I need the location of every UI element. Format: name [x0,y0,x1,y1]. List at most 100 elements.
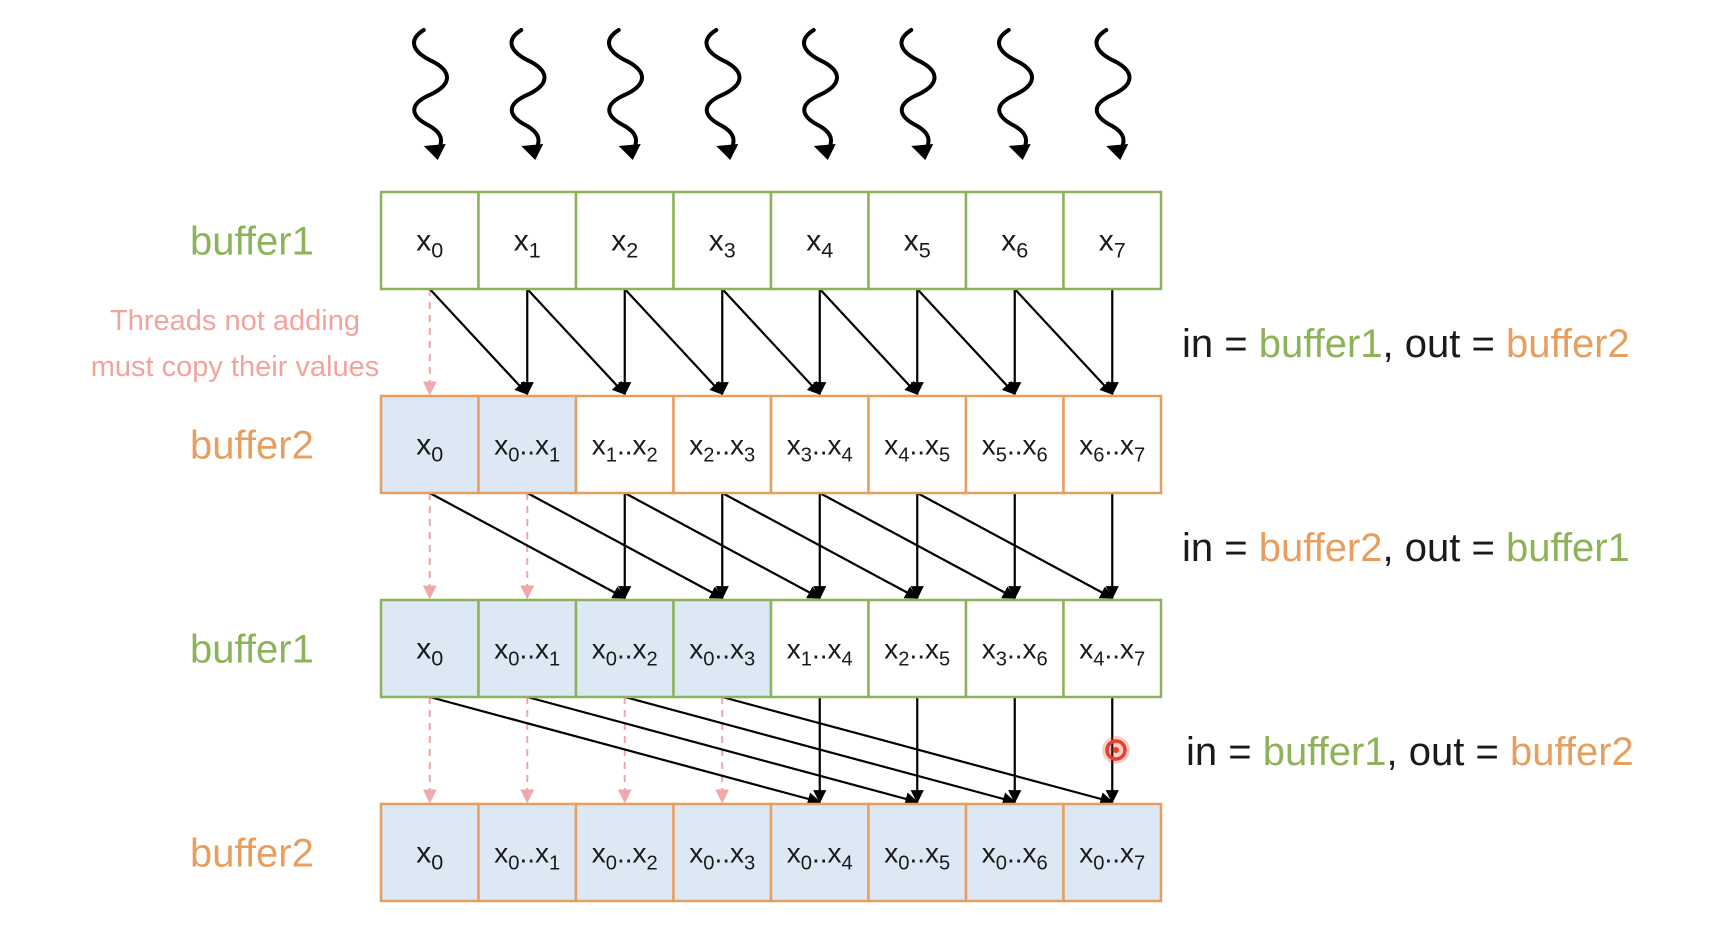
step-annotation: in = buffer1, out = buffer2 [1182,322,1630,366]
add-arrow [624,492,821,599]
buffer-cell: x0..x4 [769,802,870,903]
step-annotation: in = buffer2, out = buffer1 [1182,526,1630,570]
cell-value: x0..x5 [884,838,950,875]
buffer-cell: x7 [1062,190,1163,291]
buffer-cell: x0..x7 [1062,802,1163,903]
buffer-cell: x3..x4 [769,394,870,495]
buffer-cell: x0 [379,190,480,291]
buffers: x0 x1 x2 x3 x4 x5 x6 x7 x0 x0..x1 x1..x2 x2..x3 x3..… [379,190,1163,903]
cell-value: x2 [611,225,638,263]
add-arrow [526,695,919,806]
add-arrow [1013,288,1114,395]
buffer-cell: x2 [574,190,675,291]
labels: buffer1 buffer2 buffer1 buffer2 in = buffer1… [190,220,1634,876]
buffer-cell: x6..x7 [1062,394,1163,495]
cell-value: x0..x7 [1079,838,1145,875]
cell-value: x0..x1 [494,634,560,671]
add-arrow [916,288,1016,395]
add-arrow [721,492,919,599]
cursor-icon [1102,736,1130,764]
buffer-cell: x1 [477,190,578,291]
add-arrow [526,288,626,395]
buffer-cell: x0..x1 [477,802,578,903]
cell-value: x5..x6 [982,430,1048,467]
arrows [422,288,1119,806]
cell-value: x0..x2 [592,634,658,671]
cell-value: x3..x6 [982,634,1048,671]
buffer-cell: x0..x1 [477,394,578,495]
cell-value: x6..x7 [1079,430,1145,467]
buffer-row-label: buffer1 [190,628,314,672]
copy-note-line2: must copy their values [91,351,380,383]
cell-value: x0 [416,225,443,263]
cell-value: x0..x3 [689,838,755,875]
cell-value: x3..x4 [787,430,853,467]
step-annotation: in = buffer1, out = buffer2 [1186,730,1634,774]
buffer-cell: x0..x5 [867,802,968,903]
add-arrow [429,492,626,599]
buffer-cell: x0..x1 [477,598,578,699]
add-arrow [429,695,822,806]
squiggle-down-arrow-icon [704,28,742,160]
add-arrow [721,288,821,395]
buffer-cell: x4..x7 [1062,598,1163,699]
buffer-cell: x4 [769,190,870,291]
add-arrow [818,288,919,395]
cell-value: x0..x2 [592,838,658,875]
buffer-cell: x3 [672,190,773,291]
cell-value: x6 [1001,225,1028,263]
cell-value: x1..x4 [787,634,853,671]
buffer-cell: x2..x5 [867,598,968,699]
cell-value: x5 [904,225,931,263]
add-arrow [819,492,1016,599]
cell-value: x2..x3 [689,430,755,467]
cell-value: x0..x6 [982,838,1048,875]
cell-value: x0 [416,633,443,671]
buffer-cell: x5..x6 [964,394,1065,495]
buffer-cell: x0..x3 [672,598,773,699]
buffer-row: x0 x1 x2 x3 x4 x5 x6 x7 [379,190,1163,291]
cell-value: x0 [416,429,443,467]
cell-value: x2..x5 [884,634,950,671]
buffer-cell: x0..x2 [574,802,675,903]
cell-value: x0..x3 [689,634,755,671]
buffer-row: x0 x0..x1 x0..x2 x0..x3 x1..x4 x2..x5 x3..x6 x4… [379,598,1163,699]
buffer-cell: x1..x2 [574,394,675,495]
threads [412,28,1132,160]
squiggle-down-arrow-icon [412,28,449,160]
squiggle-down-arrow-icon [1094,28,1132,160]
buffer-cell: x0 [379,598,480,699]
cell-value: x3 [709,225,736,263]
cell-value: x1..x2 [592,430,658,467]
copy-note-line1: Threads not adding [110,305,360,337]
squiggle-down-arrow-icon [997,28,1034,160]
copy-note: Threads not adding must copy their value… [91,305,380,383]
squiggle-down-arrow-icon [509,28,547,160]
cell-value: x0 [416,837,443,875]
buffer-row-label: buffer1 [190,220,314,264]
add-arrow [623,288,724,395]
squiggle-down-arrow-icon [802,28,839,160]
buffer-cell: x4..x5 [867,394,968,495]
buffer-row-label: buffer2 [190,832,314,876]
buffer-row-label: buffer2 [190,424,314,468]
cell-value: x4..x7 [1079,634,1145,671]
squiggle-down-arrow-icon [899,28,937,160]
cell-value: x0..x1 [494,838,560,875]
add-arrow [428,288,529,395]
add-arrow [624,695,1017,806]
cursor [1102,736,1130,764]
add-arrow [721,695,1114,806]
buffer-cell: x0..x2 [574,598,675,699]
buffer-cell: x2..x3 [672,394,773,495]
buffer-cell: x6 [964,190,1065,291]
add-arrow [526,492,724,599]
cell-value: x4..x5 [884,430,950,467]
buffer-cell: x5 [867,190,968,291]
buffer-row: x0 x0..x1 x0..x2 x0..x3 x0..x4 x0..x5 x0..x6 x0… [379,802,1163,903]
cell-value: x0..x1 [494,430,560,467]
buffer-cell: x0 [379,394,480,495]
cell-value: x4 [806,225,833,263]
cell-value: x1 [514,225,541,263]
